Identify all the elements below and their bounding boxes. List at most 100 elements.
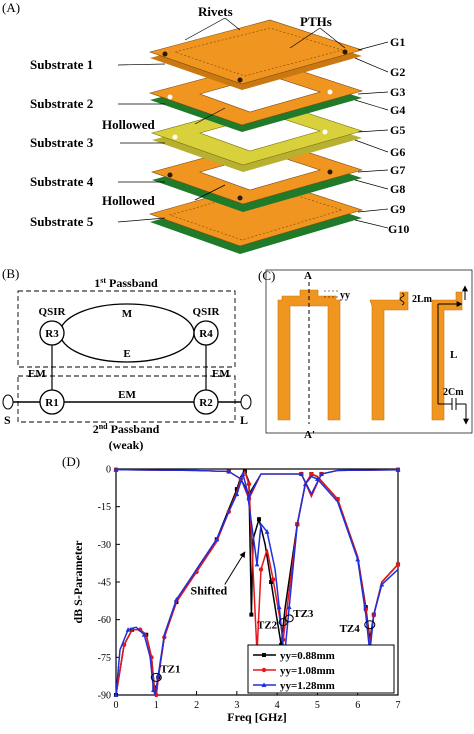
s21-point	[286, 604, 292, 610]
g4-label: G4	[390, 103, 405, 117]
layer-substrate-1	[148, 19, 364, 90]
tz4-marker	[364, 620, 376, 630]
panel-c-frame	[265, 269, 473, 434]
panel-c: (C) A A' yy 2Lm L 2Cm	[258, 268, 473, 441]
x-tick-label: 3	[234, 700, 239, 711]
s21-point	[151, 687, 156, 692]
s21-point	[125, 627, 131, 632]
load-label: L	[240, 413, 248, 427]
resonator-half-equivalent-shape	[431, 291, 463, 421]
g10-label: G10	[388, 222, 409, 236]
x-tick-label: 6	[355, 700, 360, 711]
g9-label: G9	[390, 202, 405, 216]
x-tick-label: 0	[114, 700, 119, 711]
y-tick-label: -30	[98, 540, 111, 551]
passband-2-label: 2nd Passband	[93, 422, 160, 436]
rivets-label: Rivets	[198, 4, 233, 19]
s21-point	[113, 692, 119, 697]
resonator-full-shape	[277, 289, 341, 421]
s11-point	[319, 471, 324, 477]
s21-point	[257, 517, 262, 522]
s21-line-yy-1-08mm	[115, 469, 399, 696]
s21-point	[240, 471, 246, 477]
s21-line-yy-1-28mm	[115, 471, 399, 696]
two-cm-label: 2Cm	[443, 387, 464, 398]
g3-label: G3	[390, 85, 405, 99]
panel-b-tag: (B)	[2, 266, 19, 281]
x-tick-label: 7	[396, 700, 401, 711]
panel-d-tag: (D)	[62, 454, 80, 469]
tz4-label: TZ4	[340, 623, 361, 635]
s11-line-yy-1-08mm	[115, 469, 399, 501]
load-port	[240, 394, 252, 410]
s21-point	[269, 580, 274, 584]
s11-point	[113, 467, 119, 472]
g2-label: G2	[390, 65, 405, 79]
legend-marker	[261, 682, 267, 687]
s11-point	[395, 467, 401, 472]
two-lm-label: 2Lm	[412, 294, 433, 305]
shifted-label: Shifted	[191, 584, 228, 598]
s21-point	[155, 672, 161, 677]
passband-1-label: 1st Passband	[94, 276, 158, 290]
y-tick-label: -90	[98, 691, 111, 702]
legend-entry: yy=1.28mm	[280, 680, 335, 692]
substrate-4-label: Substrate 4	[30, 174, 94, 189]
legend-marker	[261, 667, 267, 673]
s21-point	[254, 561, 260, 567]
a-label: A	[304, 270, 312, 282]
s21-point	[249, 612, 254, 617]
tz2-marker	[278, 618, 288, 627]
hollowed-label-2: Hollowed	[102, 193, 155, 208]
y-tick-label: 0	[106, 465, 111, 476]
y-tick-label: -45	[98, 578, 111, 589]
tz3-marker	[284, 614, 294, 623]
shifted-arrow	[224, 551, 246, 585]
a-prime-label: A'	[304, 429, 315, 441]
g5-label: G5	[390, 123, 405, 137]
s21-point	[174, 596, 179, 602]
resonator-r2	[193, 389, 219, 415]
s21-point	[302, 481, 308, 487]
resonator-r4-label: R4	[199, 328, 213, 340]
substrate-3-label: Substrate 3	[30, 135, 94, 150]
passband-1-box	[17, 290, 236, 368]
hollowed-label-1: Hollowed	[102, 117, 155, 132]
substrate-5-label: Substrate 5	[30, 214, 94, 229]
y-axis-label: dB S-Parameter	[71, 540, 85, 624]
s21-point	[234, 487, 239, 492]
panel-c-tag: (C)	[258, 268, 275, 283]
legend-entry: yy=0.88mm	[280, 650, 335, 662]
resonator-r3	[39, 320, 65, 346]
resonator-r3-label: R3	[45, 328, 59, 340]
panel-b: (B) 1st Passband QSIR QSIR M E EM EM R3 …	[2, 266, 252, 452]
s21-point	[258, 567, 264, 572]
s21-point	[264, 529, 270, 534]
g6-label: G6	[390, 145, 405, 159]
panel-a-tag: (A)	[2, 0, 20, 15]
g8-label: G8	[390, 182, 405, 196]
layer-substrate-3	[150, 100, 364, 172]
s21-point	[246, 481, 252, 487]
resonator-half-shape	[369, 291, 409, 421]
x-tick-label: 5	[315, 700, 320, 711]
x-tick-label: 4	[275, 700, 280, 711]
source-label: S	[4, 413, 11, 427]
substrate-2-label: Substrate 2	[30, 96, 93, 111]
passband-2-box	[17, 375, 236, 423]
coupling-m-label: M	[122, 308, 133, 320]
x-tick-label: 1	[154, 700, 159, 711]
s21-point	[309, 471, 314, 477]
g1-label: G1	[390, 35, 405, 49]
y-tick-label: -75	[98, 653, 111, 664]
yy-label: yy	[340, 290, 350, 301]
resonator-r2-label: R2	[199, 397, 213, 409]
s21-point	[355, 556, 361, 562]
layer-substrate-2	[148, 60, 364, 132]
coupling-em-left-label: EM	[28, 368, 46, 380]
coupling-em-right-label: EM	[212, 368, 230, 380]
tz2-label: TZ2	[257, 619, 278, 631]
